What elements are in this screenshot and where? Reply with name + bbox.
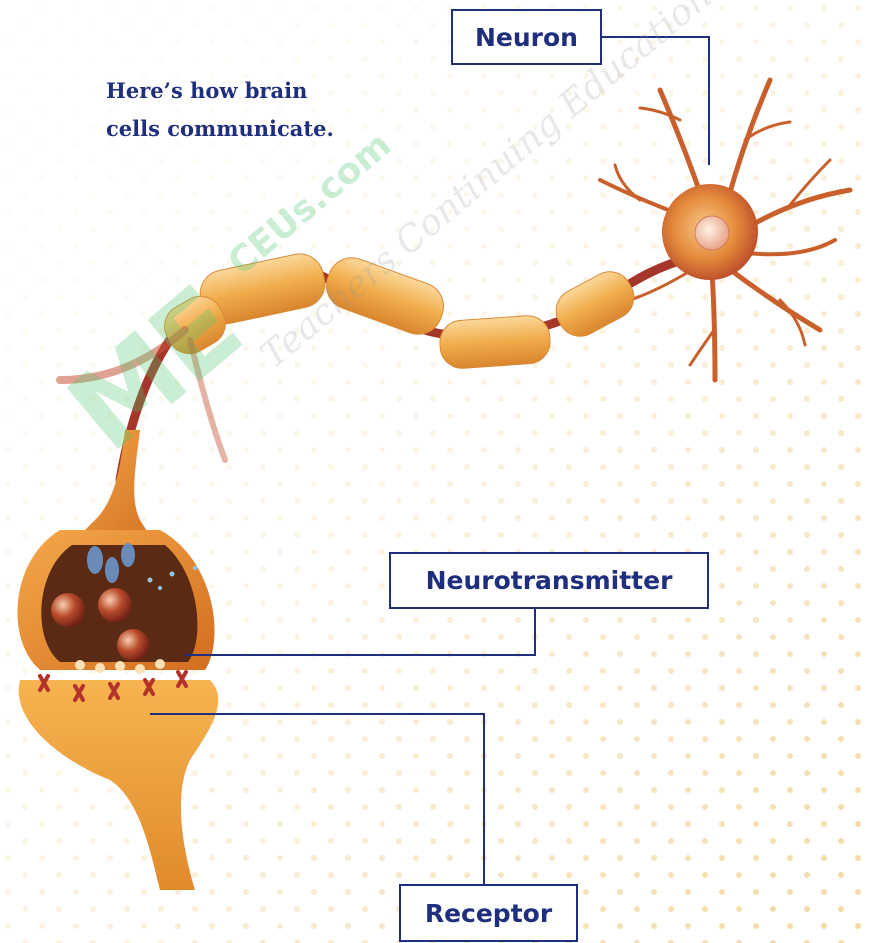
presynaptic-terminal (17, 530, 214, 674)
mitochondrion (105, 557, 119, 583)
synaptic-vesicle (51, 593, 85, 627)
intro-line-2: cells communicate. (106, 110, 406, 148)
neuron-cell-body (662, 184, 758, 280)
intro-line-1: Here’s how brain (106, 72, 406, 110)
neurotransmitter-label: Neurotransmitter (389, 552, 709, 609)
mitochondrion (87, 546, 103, 574)
neuron-label: Neuron (451, 9, 602, 65)
mitochondrion (121, 543, 135, 567)
intro-text: Here’s how brain cells communicate. (106, 72, 406, 148)
synaptic-vesicle (117, 629, 149, 661)
receptor-label: Receptor (399, 884, 578, 942)
synaptic-vesicle (98, 588, 132, 622)
